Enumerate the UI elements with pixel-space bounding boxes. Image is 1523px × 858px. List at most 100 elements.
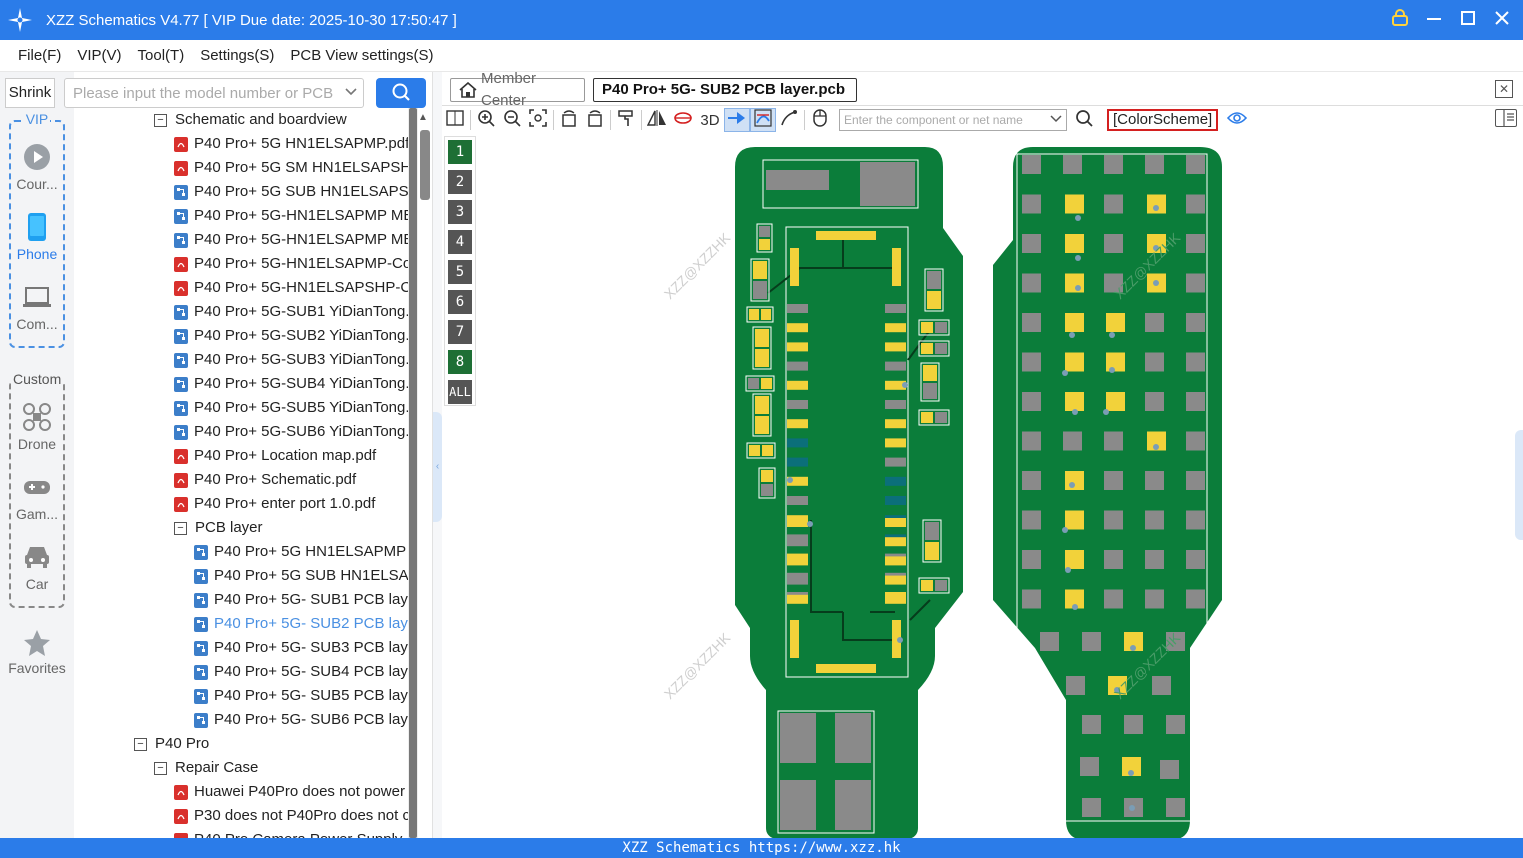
paint-brush-button[interactable] [613,108,639,132]
tab-member-center[interactable]: Member Center [450,70,585,109]
tree-file[interactable]: P40 Pro+ Schematic.pdf [174,468,408,492]
visibility-button[interactable] [1224,108,1250,132]
layer-button-7[interactable]: 7 [448,320,472,344]
menu-tool[interactable]: Tool(T) [137,47,185,64]
tree-file[interactable]: P40 Pro+ 5G SUB HN1ELSAPSHP [174,180,408,204]
tree-hscroll-thumb[interactable] [409,108,417,838]
collapse-toggle-icon[interactable]: − [154,761,167,775]
tree-file[interactable]: Huawei P40Pro does not power [174,780,408,804]
side-panel-toggle-button[interactable] [1495,109,1517,127]
split-view-button[interactable] [442,108,468,132]
model-search-input[interactable] [65,79,335,107]
component-search-button[interactable] [1071,108,1097,132]
close-tabs-button[interactable]: ✕ [1495,80,1513,98]
rail-item-game[interactable]: Gam... [9,472,65,522]
mouse-mode-button[interactable] [807,108,833,132]
tree-file[interactable]: P40 Pro+ 5G SM HN1ELSAPSHP.pdf [174,156,408,180]
search-button[interactable] [376,78,426,108]
tree-scrollbar-thumb[interactable] [420,130,430,200]
color-scheme-button[interactable]: [ColorScheme] [1107,109,1219,131]
tree-file[interactable]: P40 Pro+ 5G-SUB4 YiDianTong. [174,372,408,396]
mirror-button[interactable] [644,108,670,132]
show-traces-button[interactable] [750,108,776,132]
tab-pcb-sub2[interactable]: P40 Pro+ 5G- SUB2 PCB layer.pcb [593,78,857,102]
tree-folder[interactable]: −P40 Pro [134,732,408,756]
vip-lock-icon[interactable] [1389,9,1411,31]
tree-file[interactable]: P40 Pro+ 5G-HN1ELSAPMP MB [174,228,408,252]
minimize-button[interactable] [1423,9,1445,31]
tree-file[interactable]: P40 Pro+ enter port 1.0.pdf [174,492,408,516]
fit-view-button[interactable] [525,108,551,132]
menu-settings[interactable]: Settings(S) [200,47,275,64]
pcb-drawing[interactable]: XZZ@XZZHK XZZ@XZZHK XZZ@XZZHK XZZ@XZZHK [478,136,1513,838]
shrink-button[interactable]: Shrink [5,78,55,108]
tree-file[interactable]: P40 Pro+ 5G-SUB1 YiDianTong. [174,300,408,324]
tree-file[interactable]: P40 Pro+ 5G- SUB1 PCB layer [194,588,408,612]
menu-pcb-view-settings[interactable]: PCB View settings(S) [290,47,434,64]
rail-item-car[interactable]: Car [9,542,65,592]
pcb-pad [1022,392,1041,411]
rail-item-phone[interactable]: Phone [9,212,65,262]
custom-group-label: Custom [11,371,64,387]
tree-file[interactable]: P40 Pro+ 5G- SUB2 PCB layer [194,612,408,636]
tree-file[interactable]: P40 Pro+ 5G SUB HN1ELSAPSHP [194,564,408,588]
maximize-button[interactable] [1457,9,1479,31]
zoom-out-button[interactable] [499,108,525,132]
tree-file[interactable]: P40 Pro+ 5G- SUB4 PCB layer [194,660,408,684]
tree-file[interactable]: P40 Pro+ 5G-SUB5 YiDianTong. [174,396,408,420]
chevron-down-icon[interactable] [345,82,357,105]
layer-button-6[interactable]: 6 [448,290,472,314]
layer-button-8[interactable]: 8 [448,350,472,374]
zoom-in-button[interactable] [473,108,499,132]
tree-folder[interactable]: −PCB layer [174,516,408,540]
rail-item-computer[interactable]: Com... [9,282,65,332]
star-icon [0,628,74,660]
collapse-panel-handle[interactable]: ‹ [433,412,442,522]
layer-button-4[interactable]: 4 [448,230,472,254]
rail-item-drone[interactable]: Drone [9,402,65,452]
component-search-input[interactable] [840,110,1040,130]
panel-splitter[interactable]: ‹ [432,72,442,838]
tree-folder[interactable]: −Repair Case [154,756,408,780]
rail-item-course[interactable]: Cour... [9,142,65,192]
collapse-toggle-icon[interactable]: − [154,113,167,127]
tree-file[interactable]: P40 Pro+ 5G- SUB5 PCB layer [194,684,408,708]
menu-file[interactable]: File(F) [18,47,62,64]
pcb-pad [1145,589,1164,609]
draw-line-button[interactable] [776,108,802,132]
tree-file[interactable]: P40 Pro+ 5G- SUB6 PCB layer [194,708,408,732]
collapse-toggle-icon[interactable]: − [134,737,147,751]
net-highlight-button[interactable] [724,108,750,132]
layer-button-2[interactable]: 2 [448,170,472,194]
tree-file[interactable]: P40 Pro+ 5G- SUB3 PCB layer [194,636,408,660]
layer-button-5[interactable]: 5 [448,260,472,284]
tree-file[interactable]: P40 Pro+ 5G-HN1ELSAPMP-Com [174,252,408,276]
rotate-left-button[interactable] [556,108,582,132]
rotate-right-button[interactable] [582,108,608,132]
tree-file[interactable]: P40 Pro+ 5G HN1ELSAPMP PCB [194,540,408,564]
favorites-button[interactable]: Favorites [0,628,74,676]
tree-file[interactable]: P40 Pro+ 5G-SUB3 YiDianTong. [174,348,408,372]
tree-file[interactable]: P40 Pro Camera Power Supply [174,828,408,838]
tree-scroll-up-button[interactable]: ▲ [418,112,428,123]
component-search-dropdown-icon[interactable] [1050,110,1062,131]
tree-file[interactable]: P30 does not P40Pro does not c [174,804,408,828]
tree-file[interactable]: P40 Pro+ 5G-SUB6 YiDianTong. [174,420,408,444]
collapse-toggle-icon[interactable]: − [174,521,187,535]
tree-scrollbar-track[interactable] [408,108,418,838]
tree-file[interactable]: P40 Pro+ 5G HN1ELSAPMP.pdf [174,132,408,156]
3d-view-button[interactable]: 3D [700,111,720,129]
tree-file[interactable]: P40 Pro+ Location map.pdf [174,444,408,468]
tree-folder[interactable]: −Schematic and boardview [154,108,408,132]
pcb-canvas[interactable]: XZZ@XZZHK XZZ@XZZHK XZZ@XZZHK XZZ@XZZHK [478,136,1513,838]
layer-button-1[interactable]: 1 [448,140,472,164]
close-button[interactable] [1491,9,1513,31]
tree-file[interactable]: P40 Pro+ 5G-SUB2 YiDianTong. [174,324,408,348]
tree-file[interactable]: P40 Pro+ 5G-HN1ELSAPMP MB [174,204,408,228]
right-panel-handle[interactable] [1515,430,1523,540]
layer-button-3[interactable]: 3 [448,200,472,224]
tree-file[interactable]: P40 Pro+ 5G-HN1ELSAPSHP-Com [174,276,408,300]
menu-vip[interactable]: VIP(V) [77,47,122,64]
layer-button-all[interactable]: ALL [448,380,472,404]
flip-board-button[interactable] [670,108,696,132]
